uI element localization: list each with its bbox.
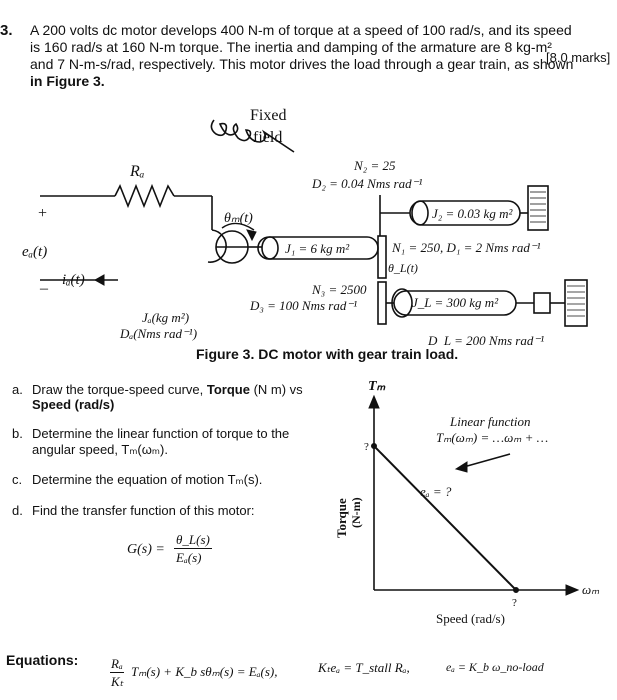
y-axis-label: Torque bbox=[334, 498, 349, 538]
transfer-function-numerator: θ_L(s) bbox=[174, 532, 212, 549]
ea-question-mark: eₐ = ? bbox=[420, 484, 452, 499]
y-axis-symbol: Tₘ bbox=[368, 379, 387, 394]
linear-function-title: Linear function bbox=[449, 414, 531, 429]
part-a-prefix: a. bbox=[12, 382, 23, 397]
current-arrow-icon bbox=[93, 274, 105, 286]
n3-label: N₃ = 2500 bbox=[311, 282, 367, 297]
part-c-line: Determine the equation of motion Tₘ(s). bbox=[32, 472, 263, 487]
minus-sign: – bbox=[39, 280, 49, 297]
y-axis-arrow-icon bbox=[368, 394, 380, 409]
eq1-fraction-denominator: Kₜ bbox=[111, 674, 124, 689]
equations-label: Equations: bbox=[6, 652, 79, 668]
j2-label: J₂ = 0.03 kg m² bbox=[432, 206, 513, 221]
n2-label: N₂ = 25 bbox=[353, 158, 396, 173]
transfer-function-denominator: Eₐ(s) bbox=[176, 550, 202, 565]
question-line-1: A 200 volts dc motor develops 400 N-m of… bbox=[30, 22, 572, 38]
fixed-field-label-2: field bbox=[253, 129, 282, 146]
dl-label: D_L = 200 Nms rad⁻¹ bbox=[427, 333, 544, 345]
torque-speed-graph: Tₘ ? Linear function Tₘ(ωₘ) = …ωₘ + … eₐ… bbox=[334, 379, 600, 626]
j1-label: J₁ = 6 kg m² bbox=[285, 241, 350, 256]
ra-label: Rₐ bbox=[129, 163, 145, 180]
y-axis-unit: (N-m) bbox=[349, 497, 363, 528]
part-b-line-2: angular speed, Tₘ(ωₘ). bbox=[32, 442, 168, 457]
x-intercept-mark: ? bbox=[512, 597, 517, 609]
field-coil-icon bbox=[210, 119, 295, 153]
annotation-arrow-icon bbox=[454, 461, 468, 473]
transfer-function-lhs: G(s) = bbox=[127, 542, 165, 557]
damper-icon bbox=[533, 292, 551, 314]
part-d-prefix: d. bbox=[12, 503, 23, 518]
equation-3: eₐ = K_b ω_no-load bbox=[446, 660, 544, 674]
part-a-line-2: Speed (rad/s) bbox=[32, 397, 115, 412]
y-intercept-mark: ? bbox=[364, 441, 369, 453]
linear-function-formula: Tₘ(ωₘ) = …ωₘ + … bbox=[436, 430, 548, 445]
wall-jl-icon bbox=[564, 279, 588, 327]
theta-m-label: θₘ(t) bbox=[224, 211, 253, 226]
fixed-field-label-1: Fixed bbox=[250, 107, 286, 124]
gear-n1 bbox=[377, 235, 387, 279]
equation-2: Kₜeₐ = T_stall Rₐ, bbox=[318, 660, 410, 675]
question-line-3: and 7 N-m-s/rad, respectively. This moto… bbox=[30, 56, 574, 72]
d3-label: D₃ = 100 Nms rad⁻¹ bbox=[249, 298, 357, 313]
equation-1: Tₘ(s) + K_b sθₘ(s) = Eₐ(s), bbox=[131, 664, 278, 679]
x-axis-symbol: ωₘ bbox=[582, 582, 600, 597]
plus-sign: + bbox=[38, 205, 47, 222]
d2-label: D₂ = 0.04 Nms rad⁻¹ bbox=[311, 176, 422, 191]
part-c-prefix: c. bbox=[12, 472, 23, 487]
jl-label: J_L = 300 kg m² bbox=[412, 295, 499, 310]
n1-d1-label: N₁ = 250, D₁ = 2 Nms rad⁻¹ bbox=[391, 240, 541, 255]
question-line-4: in Figure 3. bbox=[30, 73, 105, 89]
eq1-fraction-numerator: Rₐ bbox=[110, 656, 124, 673]
theta-arrow-icon bbox=[246, 229, 257, 242]
resistor-icon bbox=[114, 183, 175, 209]
ia-label: iₐ(t) bbox=[62, 272, 85, 288]
figure-caption: Figure 3. DC motor with gear train load. bbox=[196, 346, 459, 362]
brush-icon bbox=[207, 229, 227, 263]
motor-gear-diagram: Fixed field Rₐ + eₐ(t) – iₐ(t) θₘ(t) N₂ … bbox=[22, 107, 588, 345]
marks-badge: [8.0 marks] bbox=[546, 50, 611, 65]
da-label: Dₐ(Nms rad⁻¹) bbox=[119, 326, 197, 341]
part-d-line: Find the transfer function of this motor… bbox=[32, 503, 255, 518]
ea-label: eₐ(t) bbox=[22, 244, 47, 260]
part-b-prefix: b. bbox=[12, 426, 23, 441]
wall-j2-icon bbox=[527, 185, 549, 231]
linear-torque-line bbox=[373, 445, 517, 591]
question-line-2: is 160 rad/s at 160 N-m torque. The iner… bbox=[30, 39, 552, 55]
part-b-line-1: Determine the linear function of torque … bbox=[32, 426, 290, 441]
x-axis-label: Speed (rad/s) bbox=[436, 611, 505, 626]
gear-n3 bbox=[377, 281, 387, 325]
question-number: 3. bbox=[0, 22, 13, 39]
ja-label: Jₐ(kg m²) bbox=[142, 310, 189, 325]
part-a-line-1: Draw the torque-speed curve, Torque (N m… bbox=[32, 382, 303, 397]
y-intercept-point bbox=[371, 443, 377, 449]
theta-l-label: θ_L(t) bbox=[388, 261, 418, 275]
x-axis-arrow-icon bbox=[565, 584, 580, 596]
x-intercept-point bbox=[513, 587, 519, 593]
